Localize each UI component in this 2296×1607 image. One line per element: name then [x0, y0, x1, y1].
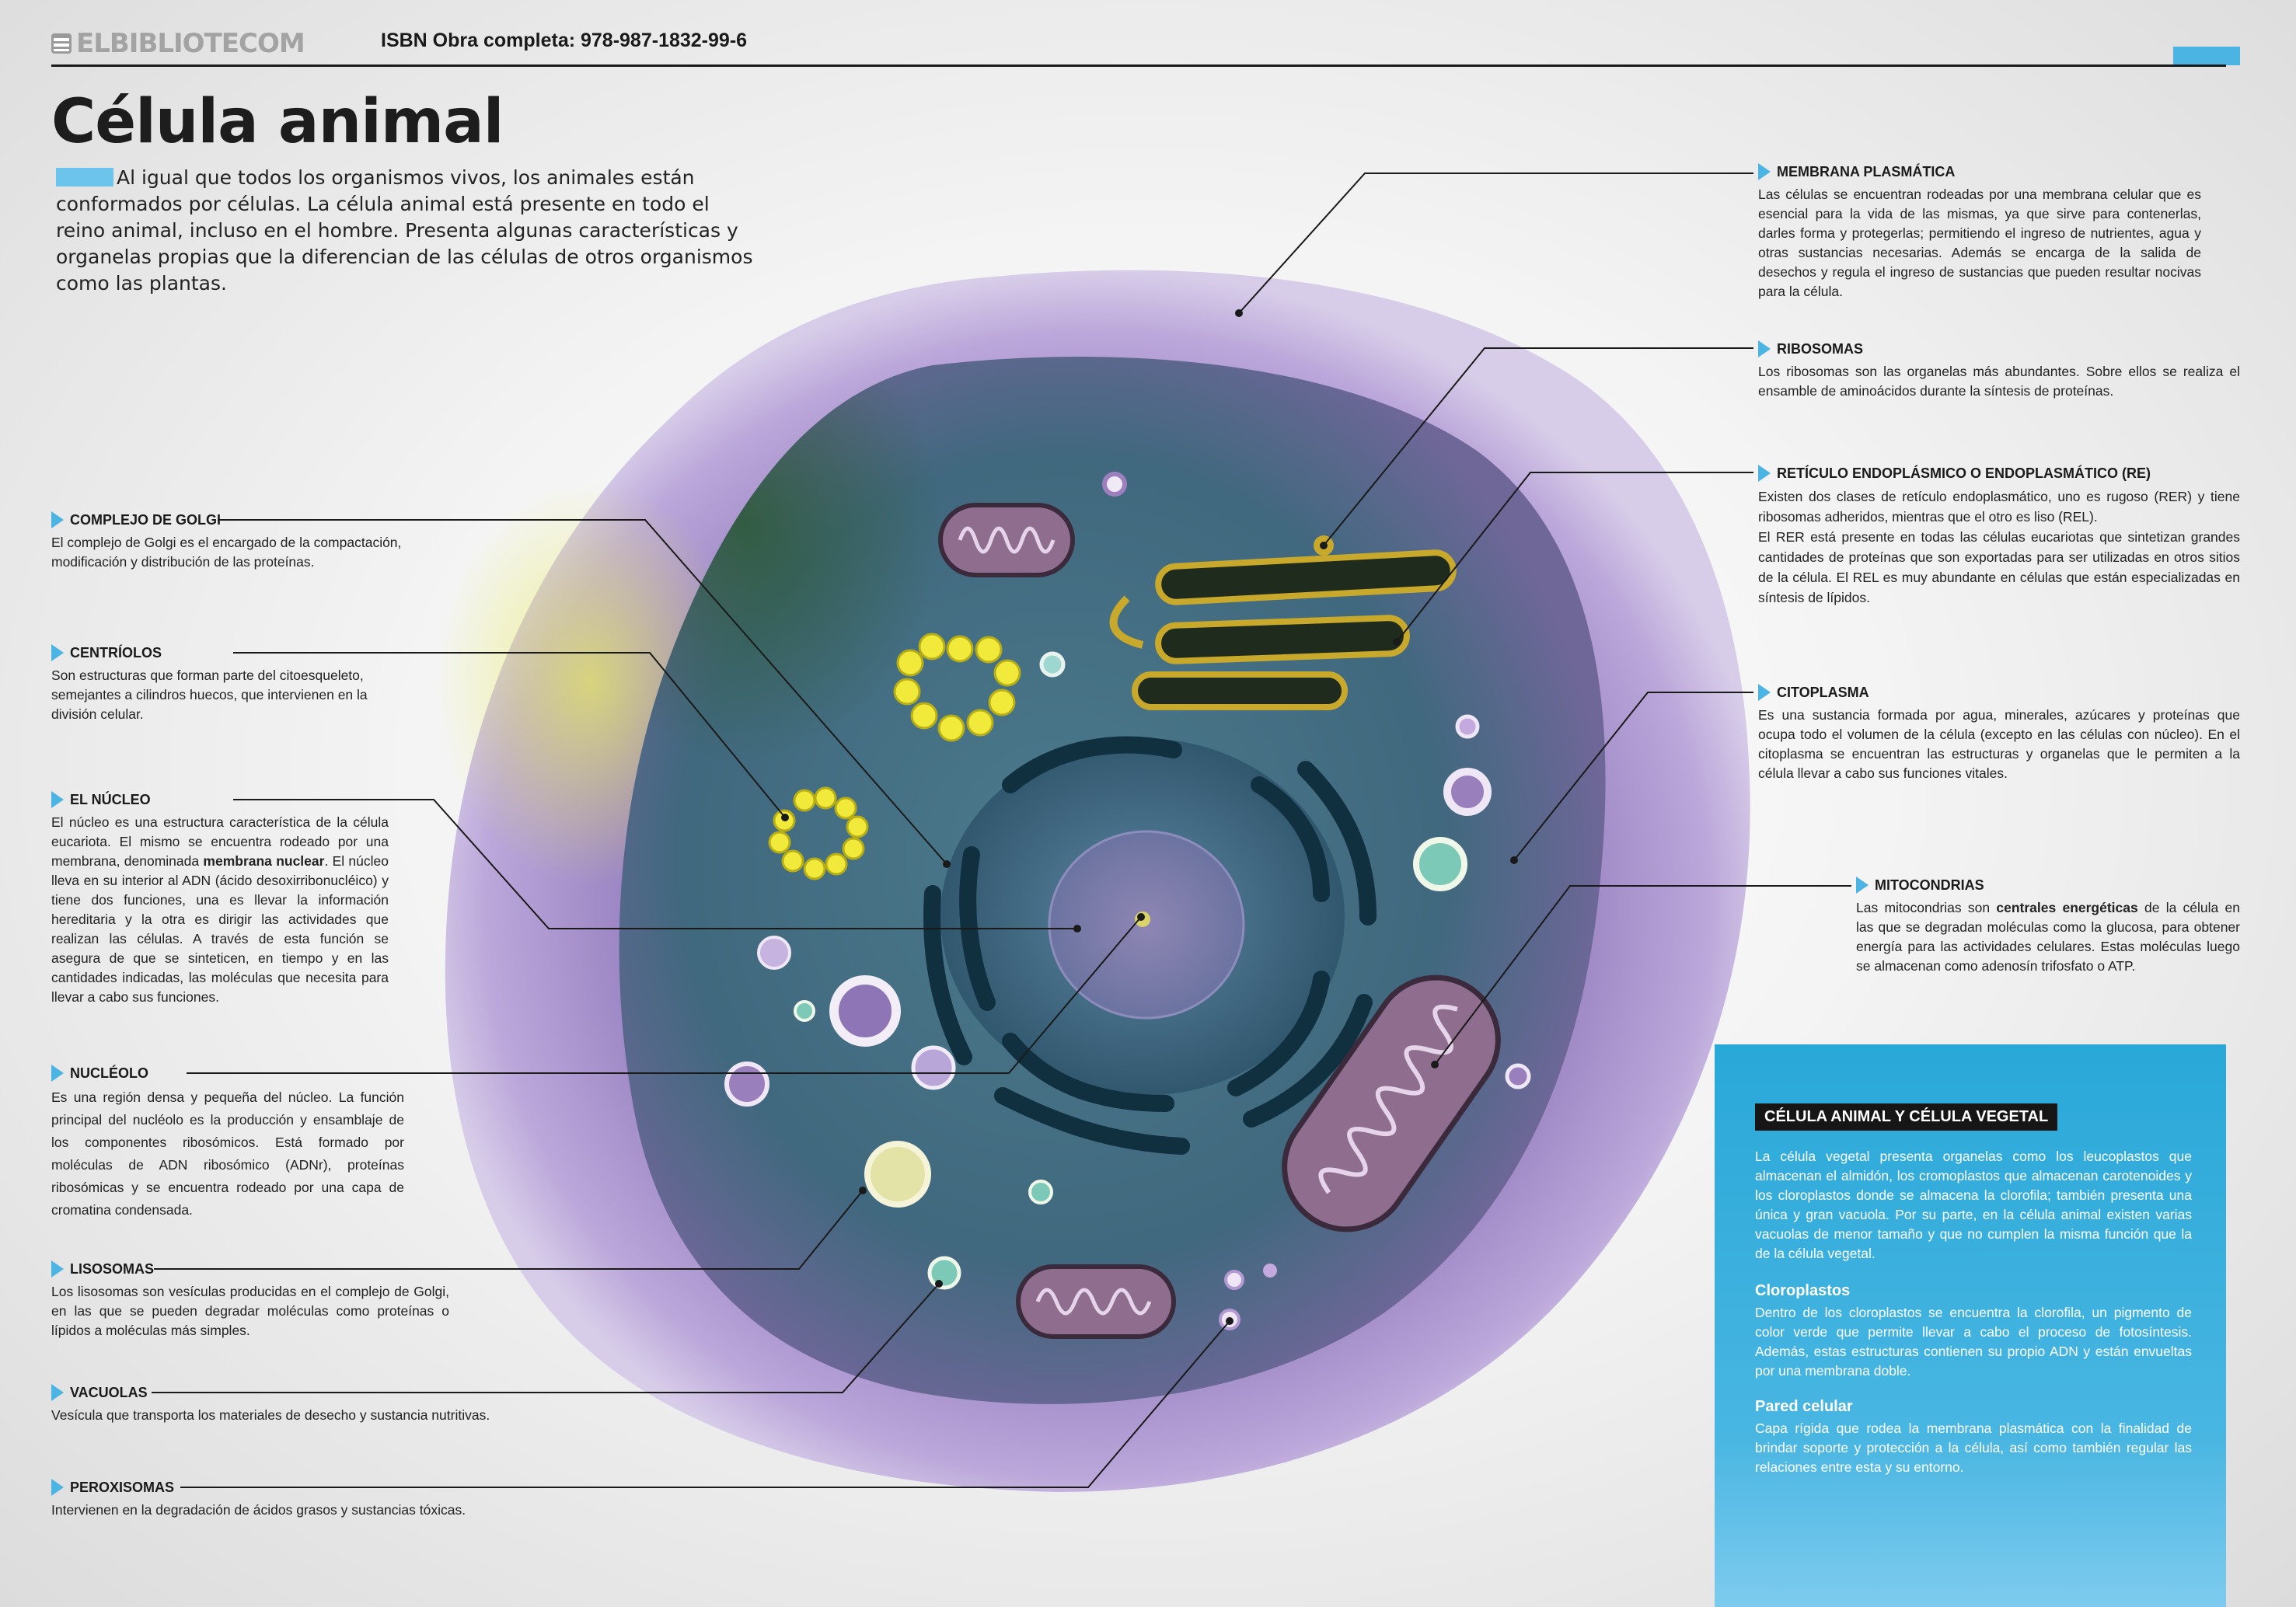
logo-text: ELBIBLIOTECOM: [76, 28, 305, 59]
label-nucleo: EL NÚCLEO El núcleo es una estructura ca…: [51, 791, 389, 1007]
publisher-logo[interactable]: ELBIBLIOTECOM: [51, 28, 305, 59]
label-title: LISOSOMAS: [70, 1260, 155, 1277]
info-box-tag: CÉLULA ANIMAL Y CÉLULA VEGETAL: [1755, 1103, 2058, 1131]
label-golgi: COMPLEJO DE GOLGI El complejo de Golgi e…: [51, 511, 424, 572]
header-rule: [51, 64, 2226, 67]
label-membrana: MEMBRANA PLASMÁTICA Las células se encue…: [1758, 163, 2201, 302]
label-title: COMPLEJO DE GOLGI: [70, 511, 222, 528]
nucleolus: [1135, 912, 1150, 927]
intro-paragraph: Al igual que todos los organismos vivos,…: [56, 165, 755, 297]
intro-text: Al igual que todos los organismos vivos,…: [56, 166, 753, 295]
label-body: Es una región densa y pequeña del núcleo…: [51, 1089, 404, 1218]
triangle-bullet-icon: [51, 1479, 64, 1496]
triangle-bullet-icon: [51, 644, 64, 661]
label-lisosomas: LISOSOMAS Los lisosomas son vesículas pr…: [51, 1260, 449, 1340]
cloroplastos-title: Cloroplastos: [1755, 1282, 1851, 1299]
triangle-bullet-icon: [1758, 340, 1771, 357]
label-title: PEROXISOMAS: [70, 1479, 175, 1495]
label-title: MEMBRANA PLASMÁTICA: [1777, 163, 1956, 180]
page-title: Célula animal: [51, 87, 504, 157]
label-title: RETÍCULO ENDOPLÁSMICO O ENDOPLASMÁTICO (…: [1777, 465, 2151, 481]
label-body-text: Las mitocondrias son: [1856, 900, 1997, 915]
label-body-bold: centrales energéticas: [1996, 900, 2138, 915]
mitochondrion-2: [1016, 1264, 1176, 1339]
info-box-animal-vs-plant: CÉLULA ANIMAL Y CÉLULA VEGETAL La célula…: [1715, 1044, 2226, 1607]
label-title: MITOCONDRIAS: [1875, 877, 1984, 893]
triangle-bullet-icon: [1856, 877, 1869, 894]
isbn-text: ISBN Obra completa: 978-987-1832-99-6: [381, 30, 748, 51]
label-body-text: Existen dos clases de retículo endoplasm…: [1758, 489, 2240, 525]
label-title: RIBOSOMAS: [1777, 340, 1864, 357]
book-icon: [51, 33, 72, 54]
label-body: Las células se encuentran rodeadas por u…: [1758, 186, 2201, 299]
label-nucleolo: NUCLÉOLO Es una región densa y pequeña d…: [51, 1065, 404, 1222]
label-body-text: El núcleo es una estructura característi…: [51, 814, 389, 869]
label-body: Son estructuras que forman parte del cit…: [51, 668, 368, 722]
triangle-bullet-icon: [51, 791, 64, 808]
mitochondrion-1: [938, 503, 1075, 577]
label-body: Intervienen en la degradación de ácidos …: [51, 1502, 466, 1518]
label-centriolos: CENTRÍOLOS Son estructuras que forman pa…: [51, 644, 386, 724]
label-body: Las mitocondrias son centrales energétic…: [1856, 898, 2240, 976]
label-mitocondrias: MITOCONDRIAS Las mitocondrias son centra…: [1856, 877, 2240, 976]
label-body: Existen dos clases de retículo endoplasm…: [1758, 486, 2240, 608]
intro-marker: [56, 168, 113, 186]
triangle-bullet-icon: [51, 1384, 64, 1401]
cloroplastos-body: Dentro de los cloroplastos se encuentra …: [1755, 1305, 2192, 1379]
triangle-bullet-icon: [51, 1260, 64, 1278]
triangle-bullet-icon: [1758, 465, 1771, 482]
pared-title: Pared celular: [1755, 1398, 1853, 1415]
label-body: Vesícula que transporta los materiales d…: [51, 1407, 490, 1423]
corner-tab: [2173, 47, 2240, 65]
label-body: Los ribosomas son las organelas más abun…: [1758, 364, 2240, 399]
label-body-text: . El núcleo lleva en su interior al ADN …: [51, 853, 389, 1005]
label-body: El complejo de Golgi es el encargado de …: [51, 535, 402, 570]
pared-body: Capa rígida que rodea la membrana plasmá…: [1755, 1421, 2192, 1475]
label-body: El núcleo es una estructura característi…: [51, 813, 389, 1007]
header-bar: ELBIBLIOTECOM ISBN Obra completa: 978-98…: [0, 0, 2296, 67]
label-body: Es una sustancia formada por agua, miner…: [1758, 707, 2240, 781]
golgi-complex: [1109, 535, 1457, 710]
label-body-bold: membrana nuclear: [203, 853, 325, 869]
label-title: EL NÚCLEO: [70, 791, 151, 807]
label-title: VACUOLAS: [70, 1384, 148, 1400]
label-title: CITOPLASMA: [1777, 684, 1869, 700]
label-body: Los lisosomas son vesículas producidas e…: [51, 1284, 449, 1338]
triangle-bullet-icon: [51, 511, 64, 528]
triangle-bullet-icon: [51, 1065, 64, 1082]
label-vacuolas: VACUOLAS Vesícula que transporta los mat…: [51, 1384, 595, 1425]
label-body-text: El RER está presente en todas las célula…: [1758, 529, 2240, 605]
triangle-bullet-icon: [1758, 684, 1771, 701]
label-reticulo: RETÍCULO ENDOPLÁSMICO O ENDOPLASMÁTICO (…: [1758, 465, 2240, 608]
triangle-bullet-icon: [1758, 163, 1771, 180]
label-ribosomas: RIBOSOMAS Los ribosomas son las organela…: [1758, 340, 2240, 401]
label-title: CENTRÍOLOS: [70, 644, 162, 661]
label-citoplasma: CITOPLASMA Es una sustancia formada por …: [1758, 684, 2240, 783]
label-body-text: de la célula en las que se degradan molé…: [1856, 900, 2240, 974]
label-title: NUCLÉOLO: [70, 1065, 148, 1081]
info-box-intro: La célula vegetal presenta organelas com…: [1755, 1149, 2192, 1261]
label-peroxisomas: PEROXISOMAS Intervienen en la degradació…: [51, 1479, 595, 1520]
